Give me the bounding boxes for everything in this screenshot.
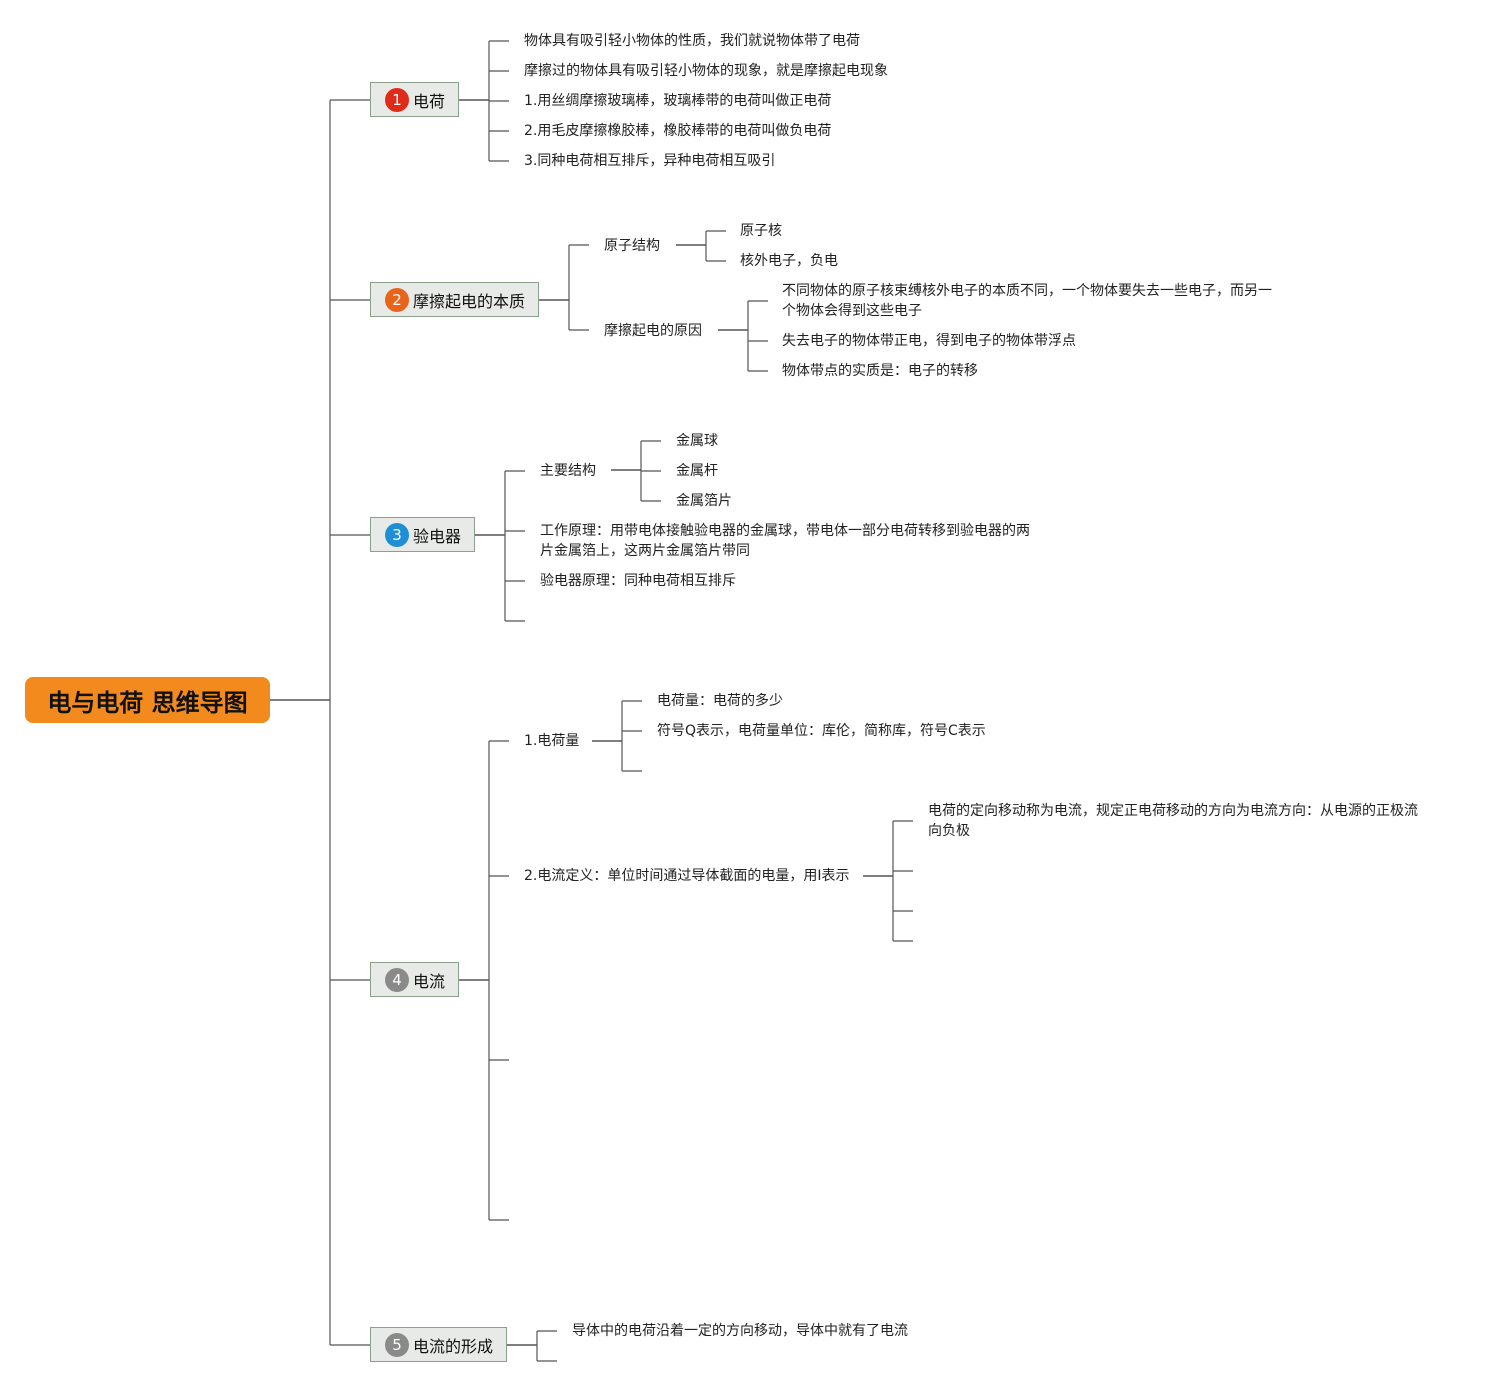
leaf-current-direction[interactable]: 电荷的定向移动称为电流，规定正电荷移动的方向为电流方向：从电源的正极流向负极 bbox=[928, 803, 1418, 839]
number-badge-2: 2 bbox=[385, 287, 409, 312]
leaf-charge-amount[interactable]: 电荷量：电荷的多少 bbox=[657, 693, 783, 709]
subtopic-friction-cause[interactable]: 摩擦起电的原因 bbox=[604, 323, 702, 339]
leaf-charge-unit[interactable]: 符号Q表示，电荷量单位：库伦，简称库，符号C表示 bbox=[657, 723, 986, 739]
subtopic-current-definition[interactable]: 2.电流定义：单位时间通过导体截面的电量，用I表示 bbox=[524, 868, 850, 884]
leaf-nucleus[interactable]: 原子核 bbox=[740, 223, 782, 239]
subtopic-working-principle[interactable]: 工作原理：用带电体接触验电器的金属球，带电体一部分电荷转移到验电器的两片金属箔上… bbox=[540, 523, 1030, 559]
number-badge-1: 1 bbox=[385, 87, 409, 112]
leaf-outer-electrons[interactable]: 核外电子，负电 bbox=[740, 253, 838, 269]
topic-label: 电荷 bbox=[413, 91, 446, 111]
leaf-cause-1[interactable]: 不同物体的原子核束缚核外电子的本质不同，一个物体要失去一些电子，而另一个物体会得… bbox=[782, 283, 1272, 319]
leaf-cause-2[interactable]: 失去电子的物体带正电，得到电子的物体带浮点 bbox=[782, 333, 1076, 349]
topic-2-friction-essence[interactable]: 2 摩擦起电的本质 bbox=[370, 282, 539, 317]
topic-1-charge[interactable]: 1 电荷 bbox=[370, 82, 459, 117]
subtopic-charge-quantity[interactable]: 1.电荷量 bbox=[524, 733, 580, 749]
subtopic-main-structure[interactable]: 主要结构 bbox=[540, 463, 596, 479]
topic-1-item-1[interactable]: 物体具有吸引轻小物体的性质，我们就说物体带了电荷 bbox=[524, 33, 860, 49]
topic-1-item-5[interactable]: 3.同种电荷相互排斥，异种电荷相互吸引 bbox=[524, 153, 776, 169]
leaf-metal-rod[interactable]: 金属杆 bbox=[676, 463, 718, 479]
root-topic[interactable]: 电与电荷 思维导图 bbox=[25, 677, 270, 723]
topic-3-electroscope[interactable]: 3 验电器 bbox=[370, 517, 475, 552]
topic-5-current-formation[interactable]: 5 电流的形成 bbox=[370, 1327, 507, 1362]
topic-1-item-2[interactable]: 摩擦过的物体具有吸引轻小物体的现象，就是摩擦起电现象 bbox=[524, 63, 888, 79]
topic-1-item-4[interactable]: 2.用毛皮摩擦橡胶棒，橡胶棒带的电荷叫做负电荷 bbox=[524, 123, 832, 139]
leaf-metal-ball[interactable]: 金属球 bbox=[676, 433, 718, 449]
topic-1-item-3[interactable]: 1.用丝绸摩擦玻璃棒，玻璃棒带的电荷叫做正电荷 bbox=[524, 93, 832, 109]
leaf-cause-3[interactable]: 物体带点的实质是：电子的转移 bbox=[782, 363, 978, 379]
subtopic-atomic-structure[interactable]: 原子结构 bbox=[604, 238, 660, 254]
subtopic-electroscope-principle[interactable]: 验电器原理：同种电荷相互排斥 bbox=[540, 573, 736, 589]
topic-label: 电流 bbox=[413, 971, 446, 991]
topic-4-current[interactable]: 4 电流 bbox=[370, 962, 459, 997]
number-badge-3: 3 bbox=[385, 522, 409, 547]
leaf-current-formation[interactable]: 导体中的电荷沿着一定的方向移动，导体中就有了电流 bbox=[572, 1323, 908, 1339]
topic-label: 验电器 bbox=[413, 526, 462, 546]
number-badge-4: 4 bbox=[385, 967, 409, 992]
topic-label: 电流的形成 bbox=[413, 1336, 494, 1356]
number-badge-5: 5 bbox=[385, 1332, 409, 1357]
leaf-metal-foil[interactable]: 金属箔片 bbox=[676, 493, 732, 509]
topic-label: 摩擦起电的本质 bbox=[413, 291, 526, 311]
